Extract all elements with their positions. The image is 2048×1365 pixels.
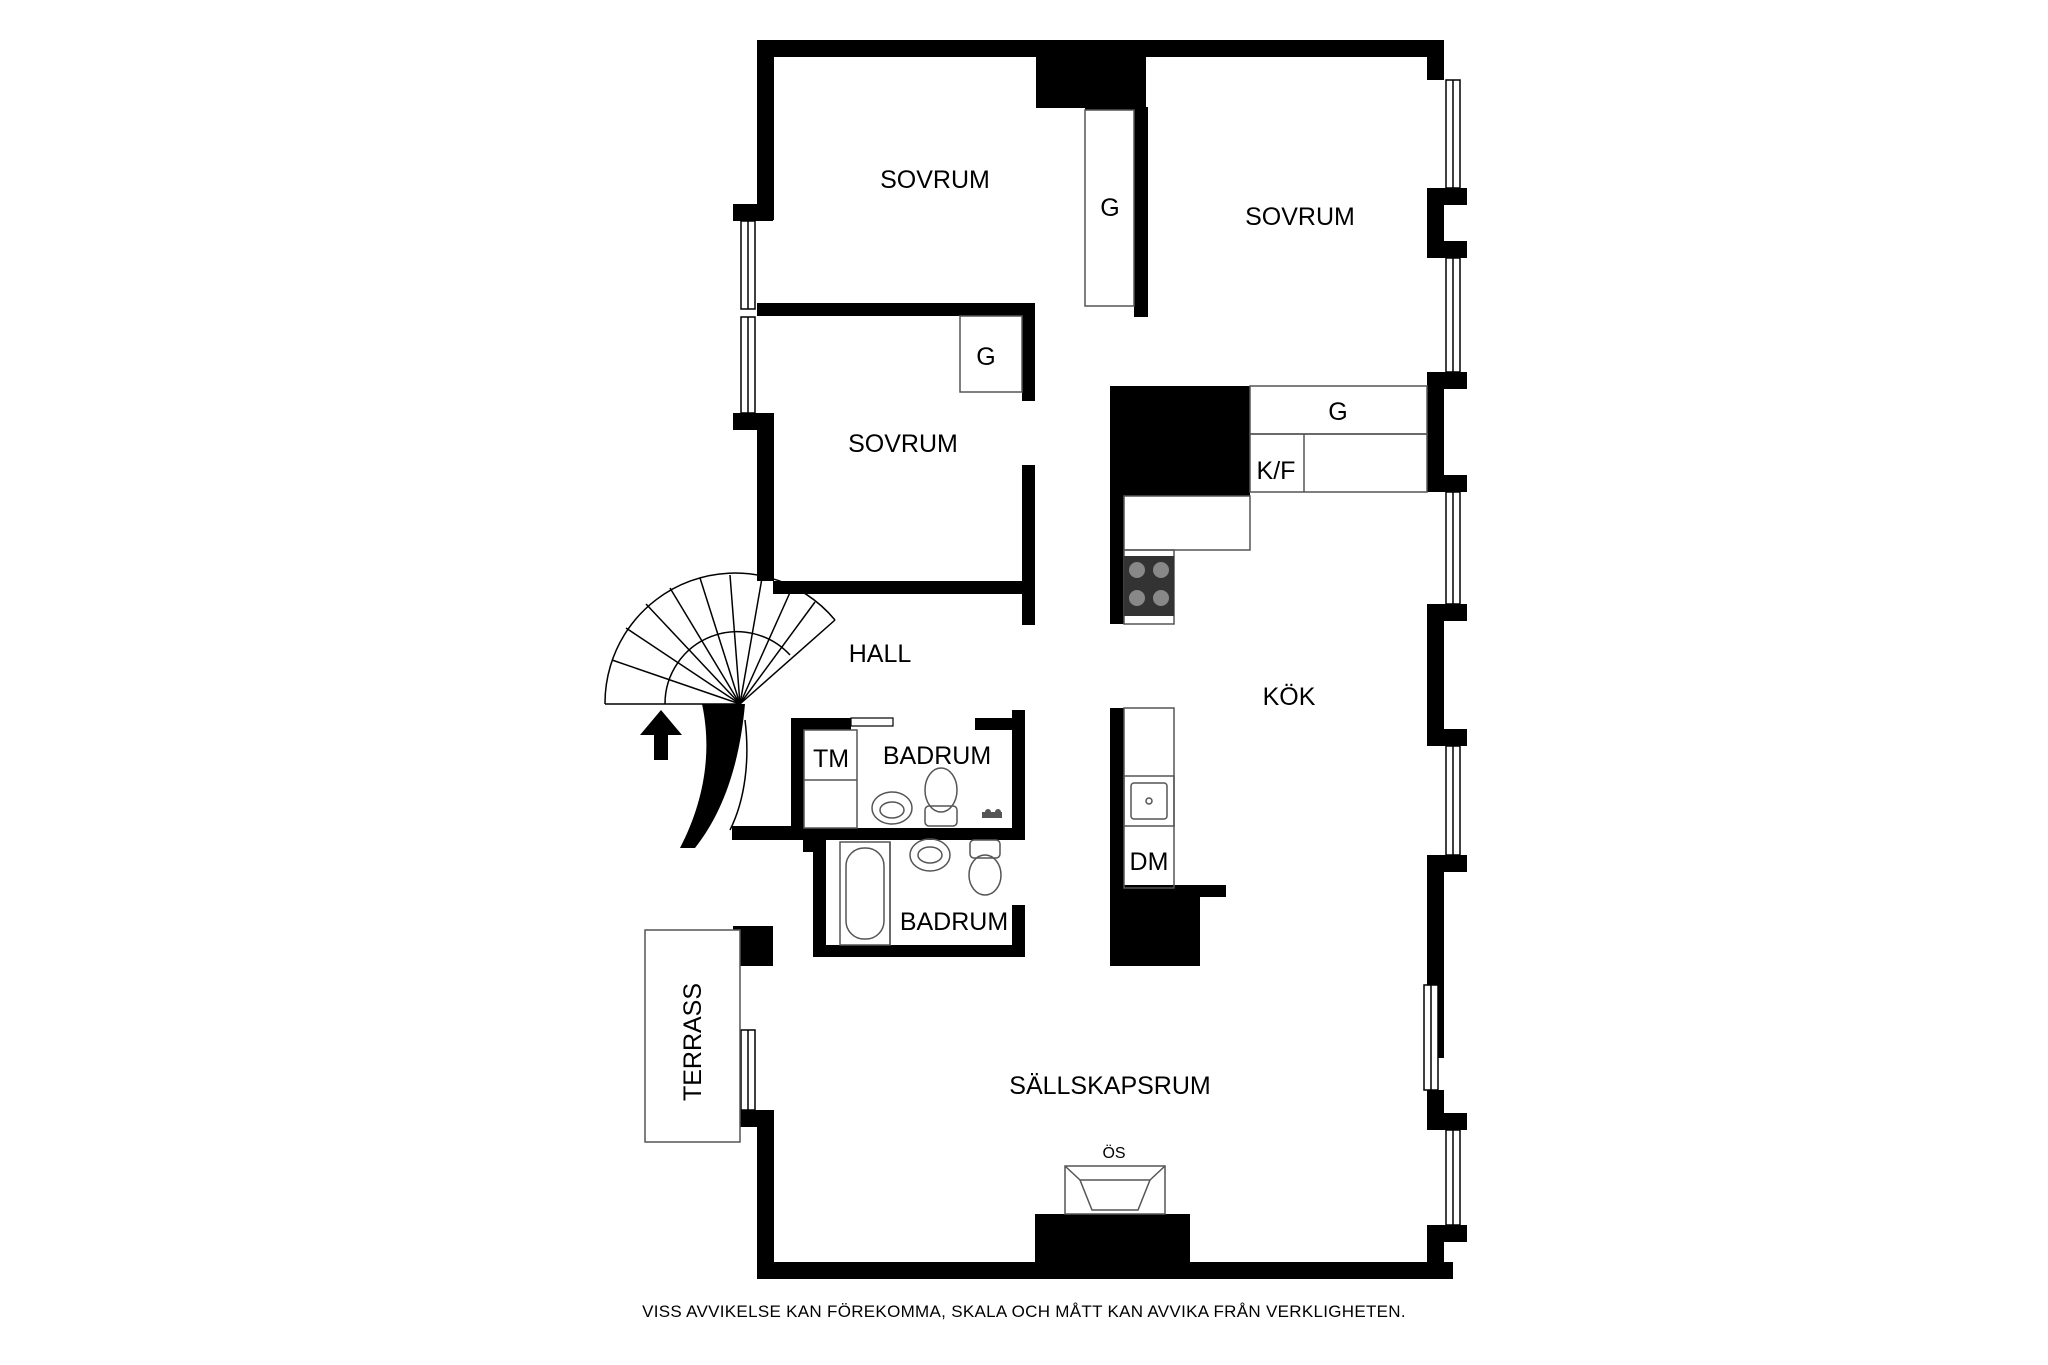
sink-icon: [871, 791, 913, 825]
room-label-sovrum-middle: SOVRUM: [848, 430, 958, 458]
faucet-icon: [982, 809, 1002, 818]
fixtures: [644, 109, 1428, 1215]
kitchen-sink-icon: [1123, 775, 1175, 827]
room-label-kok: KÖK: [1263, 683, 1316, 711]
fixture-label-kf: K/F: [1257, 457, 1296, 485]
arrow-up-icon: [640, 710, 682, 760]
room-label-badrum-upper: BADRUM: [883, 742, 991, 770]
fixture-label-tm: TM: [813, 745, 849, 773]
toilet-icon: [924, 767, 958, 827]
toilet-icon: [968, 839, 1002, 896]
fixture-label-g-kitchen: G: [1328, 398, 1347, 426]
spiral-staircase: [604, 572, 836, 831]
room-label-sovrum-top-left: SOVRUM: [880, 166, 990, 194]
room-label-hall: HALL: [849, 640, 912, 668]
room-label-sallskapsrum: SÄLLSKAPSRUM: [1009, 1072, 1210, 1100]
fixture-label-g-top: G: [1100, 194, 1119, 222]
room-label-sovrum-top-right: SOVRUM: [1245, 203, 1355, 231]
room-label-terrass: TERRASS: [679, 983, 707, 1101]
fixture-label-dm: DM: [1130, 848, 1169, 876]
fixture-label-os: ÖS: [1102, 1144, 1125, 1162]
interior-walls: [680, 107, 1250, 1262]
outer-walls: [733, 40, 1467, 1279]
windows: [740, 79, 1461, 1226]
disclaimer-text: VISS AVVIKELSE KAN FÖREKOMMA, SKALA OCH …: [642, 1302, 1406, 1321]
sink-icon: [909, 838, 951, 872]
fixture-label-g-middle: G: [976, 343, 995, 371]
room-label-badrum-lower: BADRUM: [900, 908, 1008, 936]
window-small: [850, 717, 894, 727]
stove-icon: [1124, 556, 1174, 616]
